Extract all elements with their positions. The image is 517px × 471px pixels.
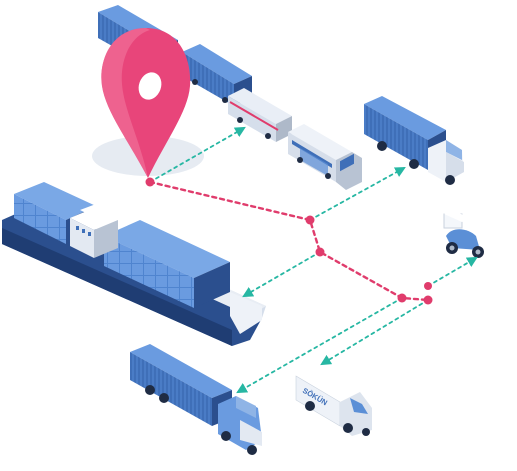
route-branch-van — [320, 299, 429, 366]
delivery-scooter — [443, 210, 484, 258]
route-node — [315, 247, 325, 257]
route-branch-ship — [242, 251, 321, 298]
route-node — [424, 282, 432, 290]
tank-car — [228, 88, 292, 142]
locomotive — [288, 124, 362, 190]
route-node — [397, 293, 407, 303]
route-node — [145, 177, 155, 187]
delivery-van: SÖKÜN — [295, 366, 372, 436]
route-nodes — [145, 177, 433, 305]
route-node — [423, 295, 433, 305]
route-branch-semi — [236, 297, 403, 394]
ship-bridge — [70, 204, 118, 258]
location-pin — [92, 28, 204, 178]
freight-train — [98, 5, 362, 190]
main-route-line — [148, 180, 430, 302]
route-node — [305, 215, 315, 225]
route-network — [148, 126, 478, 394]
train-wagon — [182, 44, 252, 106]
route-branch-scooter — [427, 256, 478, 287]
semi-truck — [130, 344, 262, 455]
delivery-truck — [364, 96, 464, 185]
cargo-ship — [2, 182, 266, 346]
route-branch-train — [149, 126, 246, 183]
